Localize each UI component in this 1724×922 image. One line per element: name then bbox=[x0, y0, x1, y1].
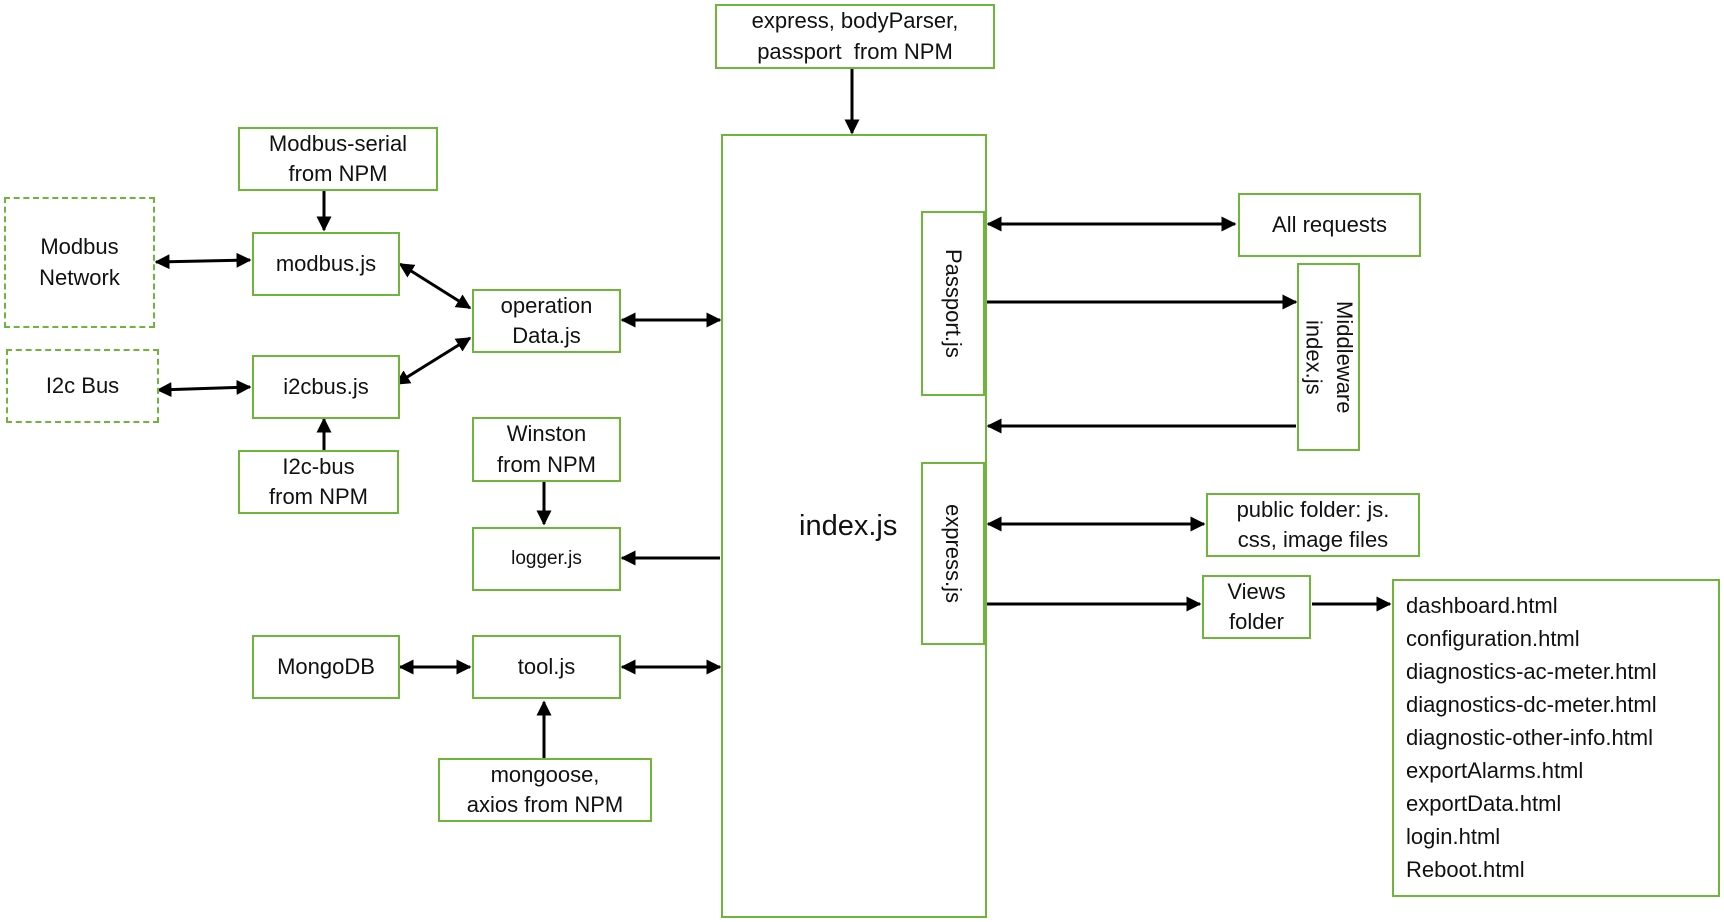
modbus-serial-npm-box: Modbus-serial from NPM bbox=[238, 127, 438, 191]
tool-js-box: tool.js bbox=[472, 635, 621, 699]
passport-js-box: Passport.js bbox=[921, 211, 985, 396]
all-requests-label: All requests bbox=[1272, 211, 1387, 237]
views-files-list: dashboard.html configuration.html diagno… bbox=[1392, 579, 1720, 897]
i2cbus-js-box: i2cbus.js bbox=[252, 355, 400, 419]
i2c-npm-label: I2c-bus from NPM bbox=[269, 453, 368, 509]
public-folder-box: public folder: js. css, image files bbox=[1206, 493, 1420, 557]
i2c-npm-box: I2c-bus from NPM bbox=[238, 450, 399, 514]
npm-express-box: express, bodyParser, passport from NPM bbox=[715, 4, 995, 69]
logger-js-box: logger.js bbox=[472, 527, 621, 591]
tool-label: tool.js bbox=[517, 653, 576, 679]
npm-express-label: express, bodyParser, passport from NPM bbox=[751, 8, 959, 64]
i2cbus-js-label: i2cbus.js bbox=[283, 373, 369, 399]
passport-label: Passport.js bbox=[941, 249, 967, 358]
modbus-js-label: modbus.js bbox=[275, 250, 377, 276]
arrow-network-modbus bbox=[154, 252, 252, 270]
views-file-item: dashboard.html bbox=[1406, 593, 1558, 618]
views-file-item: exportAlarms.html bbox=[1406, 758, 1584, 783]
all-requests-box: All requests bbox=[1238, 193, 1421, 257]
mongoose-npm-box: mongoose, axios from NPM bbox=[438, 758, 652, 822]
modbus-js-box: modbus.js bbox=[252, 232, 400, 296]
winston-npm-box: Winston from NPM bbox=[472, 417, 621, 482]
arrow-i2cbus-operation bbox=[394, 336, 472, 386]
views-file-item: diagnostic-other-info.html bbox=[1406, 725, 1654, 750]
i2c-bus-label: I2c Bus bbox=[45, 372, 120, 398]
views-folder-box: Views folder bbox=[1202, 575, 1311, 639]
middleware-label: Middleware index.js bbox=[1301, 300, 1357, 414]
public-folder-label: public folder: js. css, image files bbox=[1236, 496, 1390, 552]
arrow-i2c-i2cbus bbox=[156, 379, 252, 398]
views-file-item: configuration.html bbox=[1406, 626, 1580, 651]
operation-data-box: operation Data.js bbox=[472, 289, 621, 353]
operation-data-label: operation Data.js bbox=[500, 292, 593, 348]
mongodb-label: MongoDB bbox=[277, 653, 375, 679]
modbus-network-box: Modbus Network bbox=[4, 197, 155, 328]
views-file-item: Reboot.html bbox=[1406, 857, 1525, 882]
i2c-bus-box: I2c Bus bbox=[6, 349, 159, 423]
views-folder-label: Views folder bbox=[1227, 578, 1286, 634]
modbus-serial-label: Modbus-serial from NPM bbox=[268, 130, 408, 186]
views-file-item: diagnostics-dc-meter.html bbox=[1406, 692, 1657, 717]
index-js-label: index.js bbox=[799, 509, 898, 542]
views-file-item: login.html bbox=[1406, 824, 1501, 849]
logger-label: logger.js bbox=[511, 547, 582, 569]
views-file-item: diagnostics-ac-meter.html bbox=[1406, 659, 1657, 684]
middleware-index-box: Middleware index.js bbox=[1297, 263, 1360, 451]
express-js-box: express.js bbox=[921, 462, 985, 645]
express-label: express.js bbox=[941, 503, 967, 604]
arrow-modbus-operation bbox=[398, 262, 472, 310]
views-file-item: exportData.html bbox=[1406, 791, 1562, 816]
mongodb-box: MongoDB bbox=[252, 635, 400, 699]
modbus-network-label: Modbus Network bbox=[39, 234, 120, 290]
mongoose-label: mongoose, axios from NPM bbox=[466, 761, 624, 817]
winston-label: Winston from NPM bbox=[497, 421, 596, 477]
